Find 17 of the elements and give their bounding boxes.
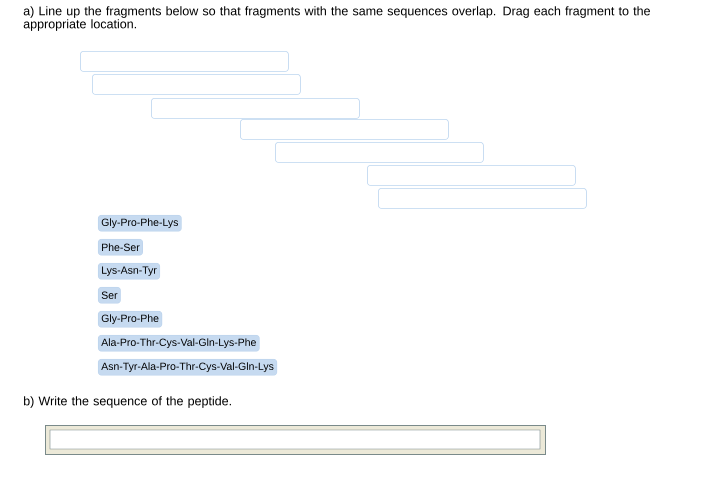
fragment-chip: Gly-Pro-Phe-Lys: [98, 215, 182, 232]
question-text: b) Write the sequence of the peptide.: [24, 396, 231, 408]
drop-slot: [378, 188, 587, 209]
drop-slot: [367, 165, 576, 186]
drop-slot: [275, 142, 484, 163]
fragment-chip: Ala-Pro-Thr-Cys-Val-Gln-Lys-Phe: [98, 335, 260, 352]
drop-slot: [92, 74, 301, 95]
drop-slot: [240, 119, 449, 140]
drop-slot: [151, 98, 360, 119]
drop-slot: [80, 51, 289, 72]
fragment-chip: Phe-Ser: [98, 239, 143, 256]
answer-field: [45, 425, 546, 455]
question-text: a) Line up the fragments below so that fragments with the same sequences overlap. Drag each fragment to the appropriate location.: [24, 6, 650, 31]
fragment-chip: Gly-Pro-Phe: [98, 311, 162, 328]
fragment-chip: Asn-Tyr-Ala-Pro-Thr-Cys-Val-Gln-Lys: [98, 359, 278, 376]
fragment-chip: Lys-Asn-Tyr: [98, 263, 160, 280]
fragment-chip: Ser: [98, 287, 121, 304]
